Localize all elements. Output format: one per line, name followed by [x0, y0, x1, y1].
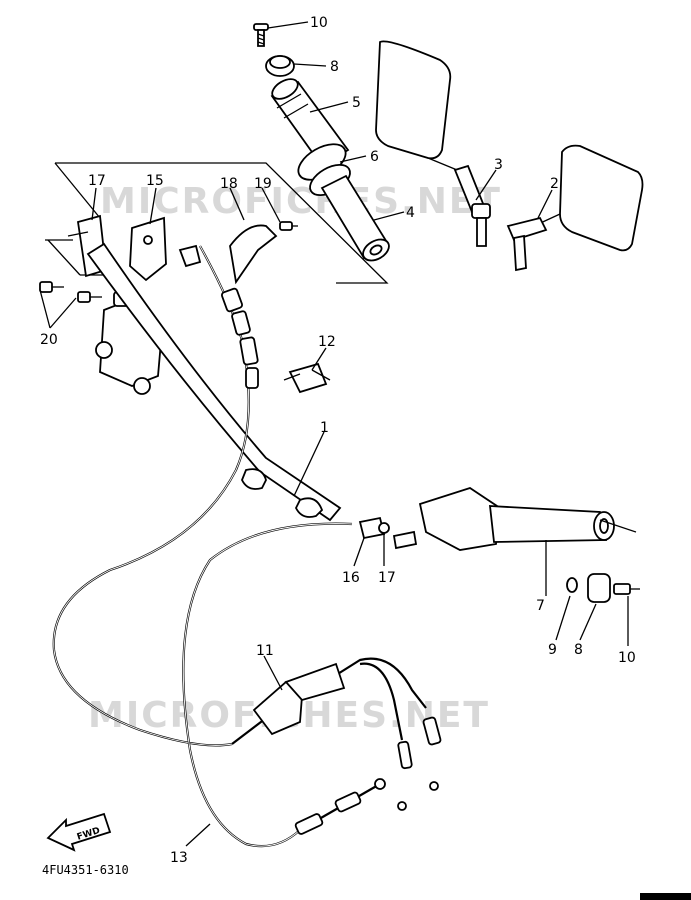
- leader-lines: [39, 21, 637, 847]
- grip-end-8-top: [265, 55, 295, 77]
- cable-sleeves: [221, 287, 259, 389]
- cable-clamp-12: [283, 362, 331, 394]
- label-10-top: 10: [310, 15, 328, 31]
- part-labels: 10 8 5 6 3 2 4 17 15 18 19 20 12 1 16 17…: [40, 15, 636, 866]
- corner-mark: [640, 893, 691, 900]
- label-10-bottom: 10: [618, 650, 636, 666]
- watermark-top: MICROFICHES.NET: [100, 181, 502, 222]
- label-11: 11: [256, 643, 274, 659]
- fwd-arrow: FWD: [46, 812, 112, 852]
- cable-junction-11: [252, 662, 346, 736]
- handlebar-1: [86, 242, 342, 522]
- label-16: 15: [146, 173, 164, 189]
- label-8-bottom: 8: [574, 642, 583, 658]
- label-7: 7: [536, 598, 545, 614]
- label-5: 5: [352, 95, 361, 111]
- label-1: 1: [320, 420, 329, 436]
- label-15: 17: [378, 570, 396, 586]
- label-6: 6: [370, 149, 379, 165]
- label-9: 9: [548, 642, 557, 658]
- cable-ends: [294, 716, 442, 835]
- right-grip-assembly: [253, 23, 390, 262]
- screws-20: [39, 281, 102, 303]
- drawing-code: 4FU4351-6310: [42, 863, 129, 877]
- throttle-grip-7: [418, 487, 615, 551]
- label-14: 16: [342, 570, 360, 586]
- label-17: 17: [88, 173, 106, 189]
- label-3: 3: [494, 157, 503, 173]
- lever-18: [178, 224, 278, 285]
- label-19: 19: [254, 176, 272, 192]
- label-13: 13: [170, 850, 188, 866]
- handlebar-frame: [45, 162, 389, 284]
- label-20: 20: [40, 332, 58, 348]
- cable-joint-14-15: [358, 516, 418, 550]
- screw-19: [279, 221, 298, 231]
- grip-pipe-4: [320, 174, 390, 262]
- mirror-3: [375, 40, 491, 247]
- label-18: 18: [220, 176, 238, 192]
- label-8-top: 8: [330, 59, 339, 75]
- grip-end-8-bottom: [566, 573, 640, 603]
- label-2: 2: [550, 176, 559, 192]
- switch-plate-16: [129, 216, 167, 282]
- screw-10-top: [253, 23, 269, 47]
- mirror-2: [506, 144, 644, 272]
- label-12: 12: [318, 334, 336, 350]
- label-4: 4: [406, 205, 415, 221]
- cables: [52, 245, 427, 848]
